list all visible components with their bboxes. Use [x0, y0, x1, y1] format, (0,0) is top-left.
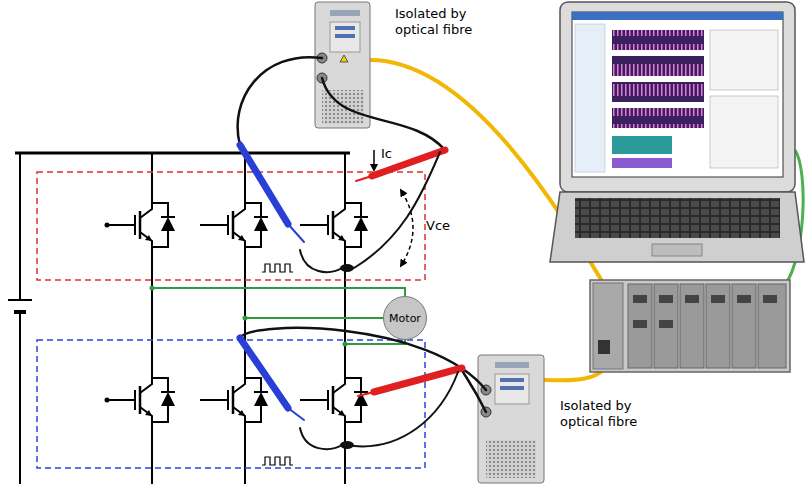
lower-probe-unit [478, 355, 544, 483]
isolation-note: Isolated by optical fibre [560, 398, 660, 430]
current-label: Ic [381, 146, 392, 162]
gate-dots [105, 223, 110, 403]
voltage-arrow [402, 192, 413, 264]
motor-circle: Motor [383, 296, 427, 340]
measurement-chassis [590, 280, 790, 372]
current-arrow [373, 150, 375, 168]
lower-probes [240, 328, 486, 449]
motor-label: Motor [389, 312, 421, 325]
gate-pulses [262, 264, 293, 465]
upper-probes [238, 57, 445, 272]
junction-dots [150, 286, 348, 347]
motor-wires [152, 288, 405, 344]
upper-probe-unit [315, 2, 370, 128]
laptop [550, 2, 804, 262]
voltage-label: Vce [426, 218, 450, 234]
upper-arm-box [37, 172, 425, 280]
igbt-symbols [107, 195, 368, 430]
lower-arm-box [37, 340, 425, 468]
isolation-note: Isolated by optical fibre [395, 6, 495, 38]
